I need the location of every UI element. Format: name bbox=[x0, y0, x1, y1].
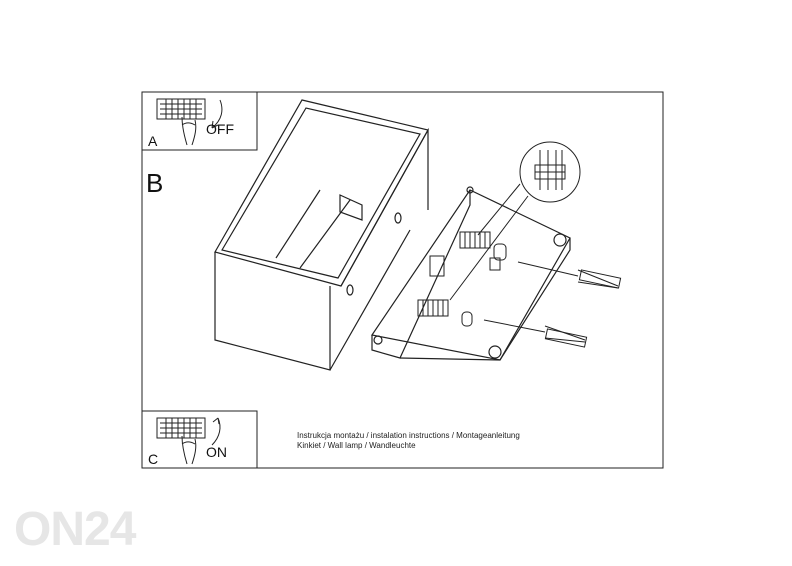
caption-line-1: Instrukcja montażu / instalation instruc… bbox=[297, 431, 520, 440]
panel-a-state: OFF bbox=[206, 121, 234, 137]
watermark-logo: ON24 bbox=[14, 503, 136, 556]
lamp-housing bbox=[214, 99, 429, 371]
panel-c-frame bbox=[141, 410, 258, 469]
outer-frame bbox=[141, 91, 664, 469]
wiring-detail-callout bbox=[449, 141, 581, 301]
panel-c-state: ON bbox=[206, 444, 227, 460]
mounting-plate bbox=[370, 186, 571, 361]
caption-line-2: Kinkiet / Wall lamp / Wandleuchte bbox=[297, 441, 416, 450]
caption: Instrukcja montażu / instalation instruc… bbox=[297, 431, 520, 451]
switch-on-icon bbox=[156, 417, 221, 465]
switch-off-icon bbox=[156, 98, 223, 146]
panel-b-letter: B bbox=[146, 168, 164, 198]
panel-a-letter: A bbox=[148, 133, 158, 149]
panel-a-frame bbox=[141, 91, 258, 151]
terminal-blocks bbox=[417, 231, 507, 327]
screws-and-dowels bbox=[483, 261, 622, 348]
panel-c-letter: C bbox=[148, 451, 159, 467]
